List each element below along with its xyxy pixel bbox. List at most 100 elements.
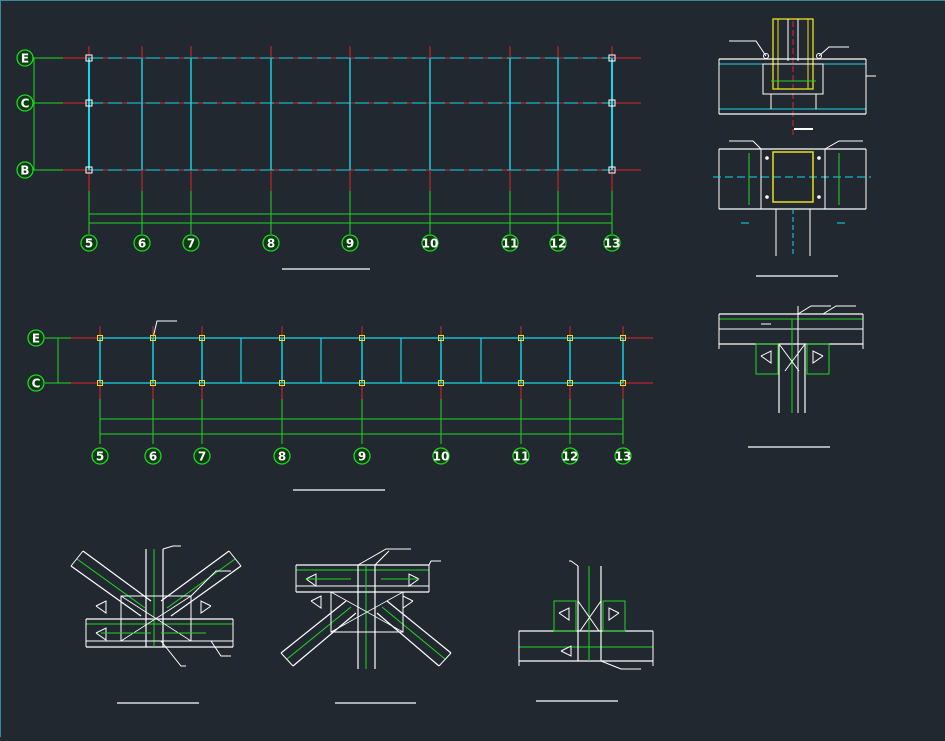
axis-bubble-col-circle <box>501 234 519 252</box>
axis-bubble-col-circle <box>262 234 280 252</box>
axis-bubble-col: 5 <box>80 234 98 252</box>
axis-bubble-col-circle <box>512 447 530 465</box>
column-marker <box>608 54 616 62</box>
column-marker <box>567 380 573 386</box>
axis-bubble-col-circle <box>353 447 371 465</box>
axis-bubble-col: 9 <box>353 447 371 465</box>
axis-bubble-col-circle <box>133 234 151 252</box>
axis-bubble-col: 11 <box>501 234 519 252</box>
axis-bubble-row: E <box>16 49 34 67</box>
axis-bubble-col: 13 <box>603 234 621 252</box>
axis-bubble-col-text: 9 <box>346 237 354 251</box>
axis-bubble-col: 7 <box>182 234 200 252</box>
axis-bubble-col: 10 <box>432 447 450 465</box>
axis-bubble-col-circle <box>193 447 211 465</box>
column-marker <box>279 335 285 341</box>
column-marker <box>608 99 616 107</box>
axis-bubble-col-text: 6 <box>149 450 157 464</box>
plan-mid-static <box>45 320 623 491</box>
axis-bubble-col: 8 <box>262 234 280 252</box>
axis-bubble-col-text: 8 <box>267 237 275 251</box>
column-marker <box>438 380 444 386</box>
axis-bubble-col-text: 9 <box>358 450 366 464</box>
column-marker <box>620 380 626 386</box>
column-marker <box>150 380 156 386</box>
column-marker <box>85 99 93 107</box>
column-marker <box>518 335 524 341</box>
axis-bubble-col: 13 <box>614 447 632 465</box>
column-marker <box>359 380 365 386</box>
plan-mid: E C 5 6 7 8 9 10 11 12 13 <box>27 320 653 491</box>
axis-bubble-col-circle <box>341 234 359 252</box>
axis-bubble-col-text: 11 <box>513 450 530 464</box>
axis-bubble-col-text: 10 <box>422 237 439 251</box>
axis-bubble-col-text: 13 <box>615 450 632 464</box>
plan-top-columns: 5 6 7 8 9 10 11 12 13 <box>80 46 621 252</box>
axis-bubble-col: 8 <box>273 447 291 465</box>
axis-bubble-col: 9 <box>341 234 359 252</box>
column-marker <box>85 54 93 62</box>
column-marker <box>97 380 103 386</box>
axis-bubble-col-text: 7 <box>187 237 195 251</box>
axis-bubble-col: 6 <box>133 234 151 252</box>
plan-top: E C B 5 6 7 8 9 10 11 12 13 <box>16 46 641 270</box>
column-marker <box>279 380 285 386</box>
column-marker <box>608 166 616 174</box>
axis-bubble-col-text: 6 <box>138 237 146 251</box>
axis-bubble-col: 7 <box>193 447 211 465</box>
axis-bubble-row-text: E <box>21 52 29 66</box>
axis-bubble-col-text: 5 <box>85 237 93 251</box>
detail-brace-joint-middle <box>280 548 452 704</box>
column-marker <box>199 335 205 341</box>
axis-bubble-row: C <box>27 374 45 392</box>
axis-bubble-col-circle <box>91 447 109 465</box>
axis-bubble-col-text: 10 <box>433 450 450 464</box>
column-marker <box>85 166 93 174</box>
axis-bubble-col-circle <box>421 234 439 252</box>
detail-t-joint-bottom <box>518 560 654 702</box>
column-marker <box>97 335 103 341</box>
plan-mid-columns: 5 6 7 8 9 10 11 12 13 <box>91 326 632 465</box>
axis-bubble-col-circle <box>80 234 98 252</box>
axis-bubble-col: 11 <box>512 447 530 465</box>
axis-bubble-col-text: 8 <box>278 450 286 464</box>
column-marker <box>567 335 573 341</box>
axis-bubble-col-text: 5 <box>96 450 104 464</box>
column-marker <box>359 335 365 341</box>
detail-plan-connection <box>713 140 871 277</box>
axis-bubble-col: 10 <box>421 234 439 252</box>
axis-bubble-col-circle <box>182 234 200 252</box>
axis-bubble-row: C <box>16 94 34 112</box>
axis-bubble-row-circle <box>16 94 34 112</box>
axis-bubble-row-circle <box>27 329 45 347</box>
detail-brace-joint-left <box>70 545 242 704</box>
plan-top-rows: E C B <box>16 49 641 179</box>
axis-bubble-row-circle <box>27 374 45 392</box>
detail-t-joint-right <box>718 305 864 448</box>
axis-bubble-col-circle <box>273 447 291 465</box>
column-marker <box>518 380 524 386</box>
axis-bubble-row-text: B <box>20 164 29 178</box>
column-marker <box>150 335 156 341</box>
axis-bubble-col: 12 <box>561 447 579 465</box>
axis-bubble-row: B <box>16 161 34 179</box>
axis-bubble-row: E <box>27 329 45 347</box>
axis-bubble-col-text: 13 <box>604 237 621 251</box>
axis-bubble-col-circle <box>614 447 632 465</box>
axis-bubble-col: 6 <box>144 447 162 465</box>
axis-bubble-col: 5 <box>91 447 109 465</box>
axis-bubble-row-circle <box>16 49 34 67</box>
axis-bubble-row-text: C <box>32 377 41 391</box>
axis-bubble-row-text: E <box>32 332 40 346</box>
column-marker <box>438 335 444 341</box>
axis-bubble-col-circle <box>603 234 621 252</box>
axis-bubble-row-text: C <box>21 97 30 111</box>
column-marker <box>199 380 205 386</box>
axis-bubble-col-text: 7 <box>198 450 206 464</box>
axis-bubble-col-text: 11 <box>502 237 519 251</box>
detail-elevation-top <box>718 18 876 136</box>
axis-bubble-col-text: 12 <box>550 237 567 251</box>
axis-bubble-col-circle <box>561 447 579 465</box>
